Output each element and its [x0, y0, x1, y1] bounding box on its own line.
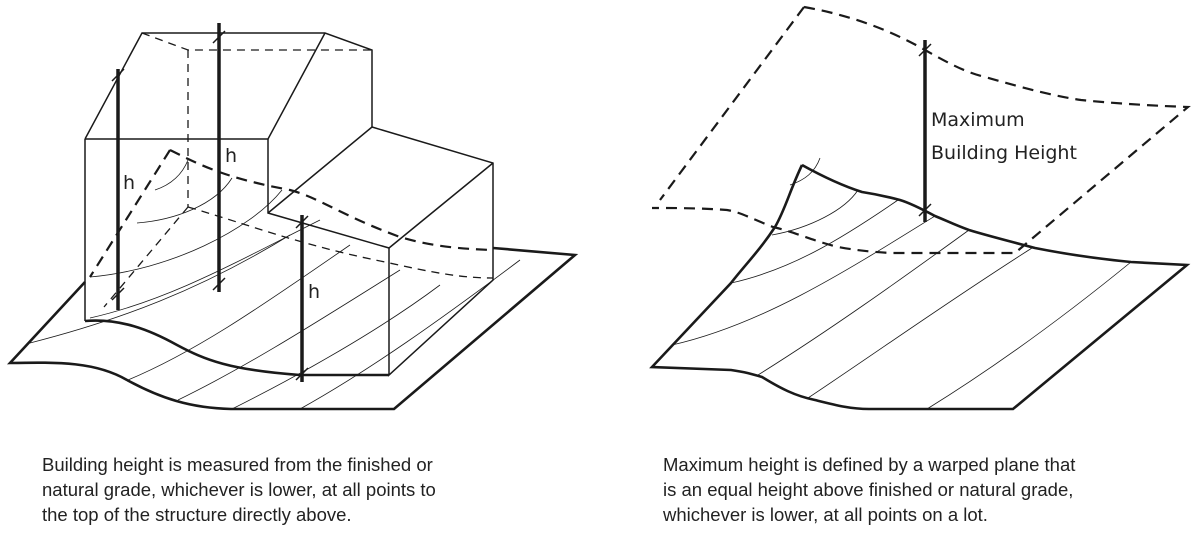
height-label-2: h: [225, 145, 237, 167]
right-caption: Maximum height is defined by a warped pl…: [663, 452, 1075, 527]
grade-surface: [649, 157, 1191, 411]
left-caption: Building height is measured from the fin…: [42, 452, 436, 527]
caption-line: the top of the structure directly above.: [42, 504, 352, 525]
left-building-diagram: h h h: [6, 23, 579, 411]
max-height-label-line-2: Building Height: [931, 142, 1077, 164]
caption-line: natural grade, whichever is lower, at al…: [42, 479, 436, 500]
maximum-height-plane: [651, 5, 1191, 255]
ground-plane: [6, 159, 579, 411]
max-height-label-line-1: Maximum: [931, 109, 1025, 131]
caption-line: Building height is measured from the fin…: [42, 454, 433, 475]
height-measurements: h h h: [111, 23, 320, 382]
height-label-1: h: [123, 172, 135, 194]
maximum-height-measurement: Maximum Building Height: [918, 40, 1077, 222]
caption-line: Maximum height is defined by a warped pl…: [663, 454, 1076, 475]
building-box: [84, 32, 494, 377]
height-label-3: h: [308, 281, 320, 303]
caption-line: whichever is lower, at all points on a l…: [663, 504, 988, 525]
caption-line: is an equal height above finished or nat…: [663, 479, 1074, 500]
right-warped-plane-diagram: Maximum Building Height: [649, 5, 1191, 411]
